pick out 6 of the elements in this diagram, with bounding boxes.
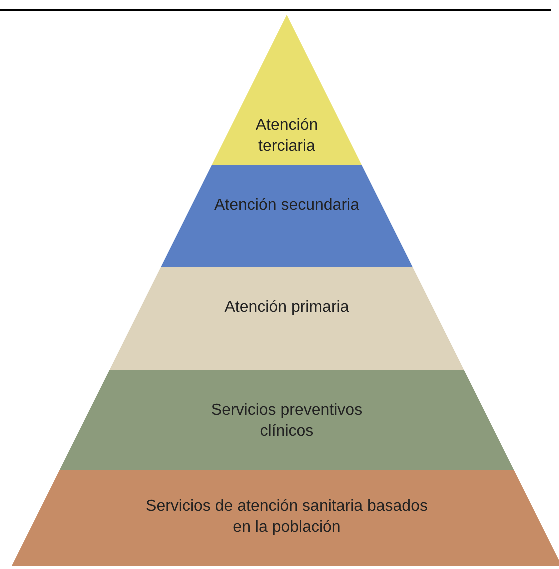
- tier-label: Atención secundaria: [213, 196, 360, 216]
- pyramid-tier: [12, 470, 559, 566]
- tier-label: Atención terciaria: [254, 116, 320, 157]
- tier-label: Atención primaria: [224, 298, 350, 318]
- tier-label: Servicios de atención sanitaria basados en la población: [145, 497, 429, 538]
- tier-label: Servicios preventivos clínicos: [210, 401, 364, 442]
